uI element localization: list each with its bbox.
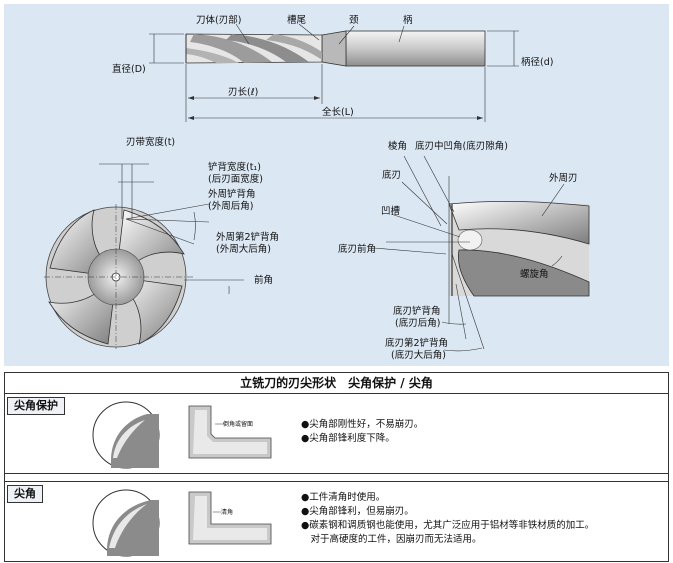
- bullet-list: ●工件清角时使用。 ●尖角部锋利，但易崩刃。 ●碳素钢和调质钢也能使用，尤其广泛…: [301, 491, 594, 547]
- tip-detail-view: 棱角 底刃中凹角(底刃隙角) 底刃 外周刃 凹槽 底刃前角 螺旋角 底刃铲背角 …: [338, 140, 590, 361]
- label-neck-tail: 槽尾: [287, 14, 306, 26]
- gash-shape: [457, 229, 483, 251]
- table-row: 尖角保护 倒角或留面 ●尖角部刚性好，不易崩刃。 ●尖角部锋利度下降。: [5, 394, 668, 474]
- bullet-item: ●工件清角时使用。: [301, 492, 386, 503]
- label-clearance-width: 铲背宽度(t₁): [208, 161, 261, 173]
- corner-protect-profile: 倒角或留面: [188, 405, 272, 459]
- profile-label: 清角: [221, 508, 233, 516]
- table-title: 立铣刀的刃尖形状 尖角保护 / 尖角: [5, 373, 668, 394]
- profile-label: 倒角或留面: [223, 420, 253, 428]
- label-land-width: 刃带宽度(t): [126, 136, 175, 148]
- label-end-rake: 底刃前角: [338, 243, 376, 255]
- corner-type-table: 立铣刀的刃尖形状 尖角保护 / 尖角 尖角保护 倒角或留面 ●尖角部刚性好，不易…: [4, 372, 669, 562]
- label-shank-diameter: 柄径(d): [521, 56, 553, 68]
- sharp-corner-illustration: [92, 489, 160, 557]
- label-peripheral-clearance: 外周铲背角: [208, 188, 256, 200]
- flute-4: [186, 48, 239, 63]
- label-neck: 颈: [349, 15, 359, 26]
- shank-shape: [345, 30, 486, 67]
- label-shank: 柄: [403, 14, 413, 26]
- label-overall-length: 全长(L): [322, 106, 354, 118]
- tip-flute-upper: [448, 201, 590, 245]
- bullet-item: ●尖角部锋利，但易崩刃。: [301, 506, 414, 517]
- label-peripheral-clearance-sub: (外周后角): [208, 200, 253, 212]
- label-end-cutting-edge: 底刃: [382, 169, 401, 181]
- label-end-second-sub: (底刃大后角): [391, 349, 446, 361]
- table-row: 尖角 清角 ●工件清角时使用。 ●尖角部锋利，但易崩刃。 ●碳素钢和调质钢也能使…: [5, 481, 668, 561]
- bullet-item: ●尖角部刚性好，不易崩刃。: [301, 419, 424, 430]
- label-peripheral-edge: 外周刃: [549, 172, 578, 184]
- bullet-item: ●碳素钢和调质钢也能使用，尤其广泛应用于铝材等非铁材质的加工。: [301, 520, 595, 531]
- flute-3: [266, 34, 322, 60]
- label-rake-angle: 前角: [254, 274, 273, 286]
- label-diameter: 直径(D): [112, 63, 146, 75]
- label-peripheral-second-sub: (外周大后角): [216, 243, 271, 255]
- bullet-item: 对于高硬度的工件，因崩刃而无法适用。: [301, 534, 482, 545]
- label-helix-angle: 螺旋角: [520, 268, 549, 280]
- end-mill-diagram: 刀体(刃部) 槽尾 颈 柄 直径(D) 柄径(d) 刃长(ℓ) 全长(L) 刃带…: [44, 14, 590, 361]
- bullet-list: ●尖角部刚性好，不易崩刃。 ●尖角部锋利度下降。: [301, 418, 423, 446]
- sharp-corner-profile: 清角: [188, 491, 272, 545]
- bullet-item: ●尖角部锋利度下降。: [301, 433, 395, 444]
- row-tag: 尖角保护: [7, 397, 65, 415]
- corner-protect-illustration: [92, 401, 160, 469]
- cross-section-view: 刃带宽度(t) 铲背宽度(t₁) (后刃面宽度) 外周铲背角 (外周后角) 外周…: [44, 136, 279, 349]
- label-end-clearance: 底刃铲背角: [393, 305, 441, 317]
- row-tag: 尖角: [7, 485, 43, 503]
- label-peripheral-second: 外周第2铲背角: [216, 231, 279, 243]
- label-blade: 刀体(刃部): [196, 14, 241, 26]
- neck-shape: [321, 30, 347, 67]
- label-end-clearance-sub: (底刃后角): [395, 317, 440, 329]
- flute-1: [190, 34, 272, 63]
- end-mill-side-view: 刀体(刃部) 槽尾 颈 柄 直径(D) 柄径(d) 刃长(ℓ) 全长(L): [112, 14, 553, 122]
- diagram-panel: 刀体(刃部) 槽尾 颈 柄 直径(D) 柄径(d) 刃长(ℓ) 全长(L) 刃带…: [4, 4, 669, 366]
- label-gash: 凹槽: [381, 205, 401, 217]
- label-gash-angle: 底刃中凹角(底刃隙角): [415, 140, 508, 152]
- label-flute-length: 刃长(ℓ): [228, 86, 258, 98]
- label-clearance-width-sub: (后刃面宽度): [208, 173, 263, 185]
- label-end-second: 底刃第2铲背角: [385, 337, 448, 349]
- label-edge: 棱角: [388, 140, 407, 152]
- tip-flute-lower: [457, 249, 590, 297]
